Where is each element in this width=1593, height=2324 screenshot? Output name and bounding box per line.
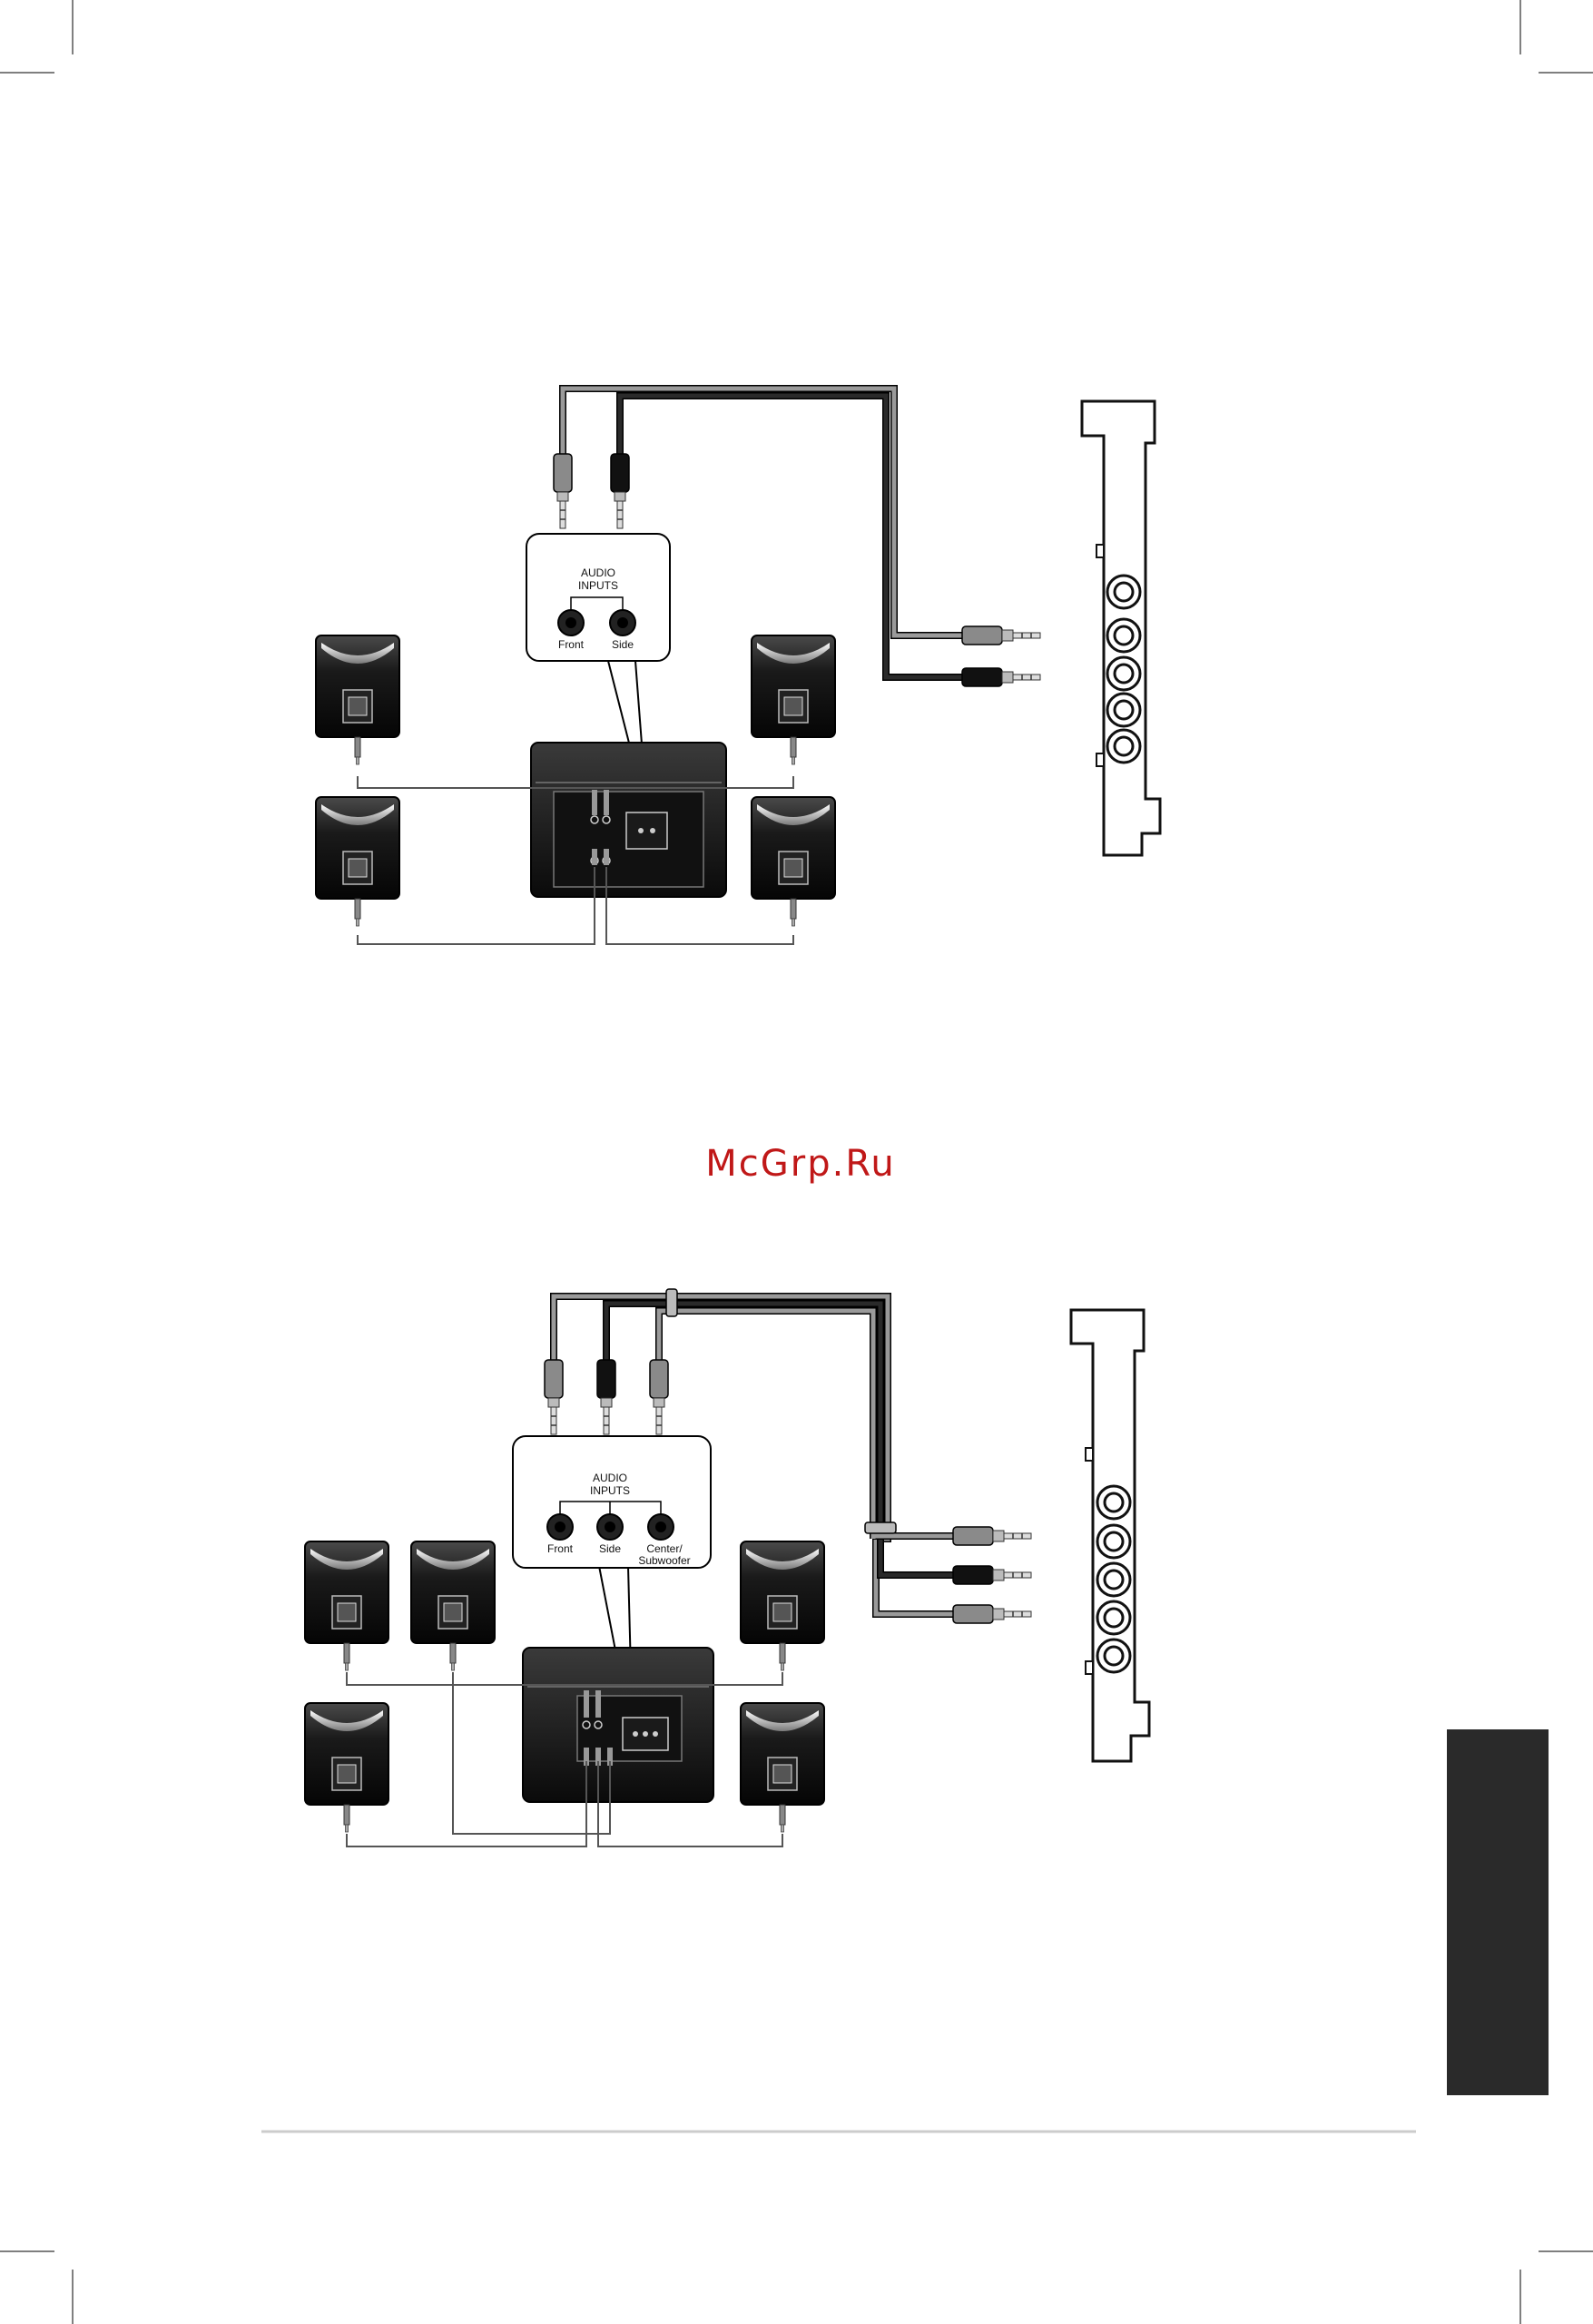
speaker-front-left xyxy=(316,635,399,737)
card-plug-black xyxy=(953,1566,1031,1584)
jack-label-front: Front xyxy=(558,638,585,651)
speaker-center xyxy=(411,1541,495,1643)
diagram-2-speaker-setup: AUDIO INPUTS Front Side xyxy=(316,389,1160,944)
watermark: McGrp.Ru xyxy=(705,1143,895,1185)
card-plug-grey xyxy=(962,626,1040,645)
speaker-front-right xyxy=(752,635,835,737)
plug-grey xyxy=(554,454,572,528)
card-jack-1-icon xyxy=(1097,1486,1130,1519)
card-plug-black xyxy=(962,668,1040,686)
card-jack-5-icon xyxy=(1107,730,1140,763)
card-jack-2-icon xyxy=(1097,1525,1130,1558)
card-jack-4-icon xyxy=(1097,1601,1130,1634)
diagram-3-speaker-setup: AUDIO INPUTS Front Side Center/ Subwoofe… xyxy=(305,1289,1149,1846)
card-jack-4-icon xyxy=(1107,694,1140,726)
audio-inputs-label: AUDIO xyxy=(593,1472,627,1484)
subwoofer xyxy=(531,743,726,897)
jack-label-subwoofer: Subwoofer xyxy=(638,1554,690,1567)
audio-inputs-label: INPUTS xyxy=(590,1484,630,1497)
cable-tie xyxy=(666,1289,677,1316)
card-plug-grey xyxy=(953,1605,1031,1623)
card-jack-3-icon xyxy=(1097,1563,1130,1596)
plug-grey xyxy=(650,1360,668,1434)
speaker-side-right xyxy=(741,1703,824,1805)
card-jack-5-icon xyxy=(1097,1640,1130,1672)
subwoofer xyxy=(523,1648,713,1802)
card-plug-grey xyxy=(953,1527,1031,1545)
card-jack-1-icon xyxy=(1107,576,1140,608)
card-jack-3-icon xyxy=(1107,657,1140,690)
speaker-front-right xyxy=(741,1541,824,1643)
jack-label-center: Center/ xyxy=(646,1542,683,1555)
jack-label-front: Front xyxy=(547,1542,574,1555)
audio-inputs-label: AUDIO xyxy=(581,566,615,579)
speaker-side-left xyxy=(316,797,399,899)
plug-grey xyxy=(545,1360,563,1434)
audio-inputs-label: INPUTS xyxy=(578,579,618,592)
speaker-side-right xyxy=(752,797,835,899)
jack-label-side: Side xyxy=(612,638,634,651)
cable-tie xyxy=(865,1522,896,1533)
sound-card-bracket xyxy=(1071,1310,1149,1761)
jack-label-side: Side xyxy=(599,1542,621,1555)
plug-black xyxy=(597,1360,615,1434)
sound-card-bracket xyxy=(1082,401,1160,855)
plug-black xyxy=(611,454,629,528)
card-jack-2-icon xyxy=(1107,619,1140,652)
speaker-side-left xyxy=(305,1703,388,1805)
side-tab xyxy=(1447,1729,1549,2095)
speaker-front-left xyxy=(305,1541,388,1643)
